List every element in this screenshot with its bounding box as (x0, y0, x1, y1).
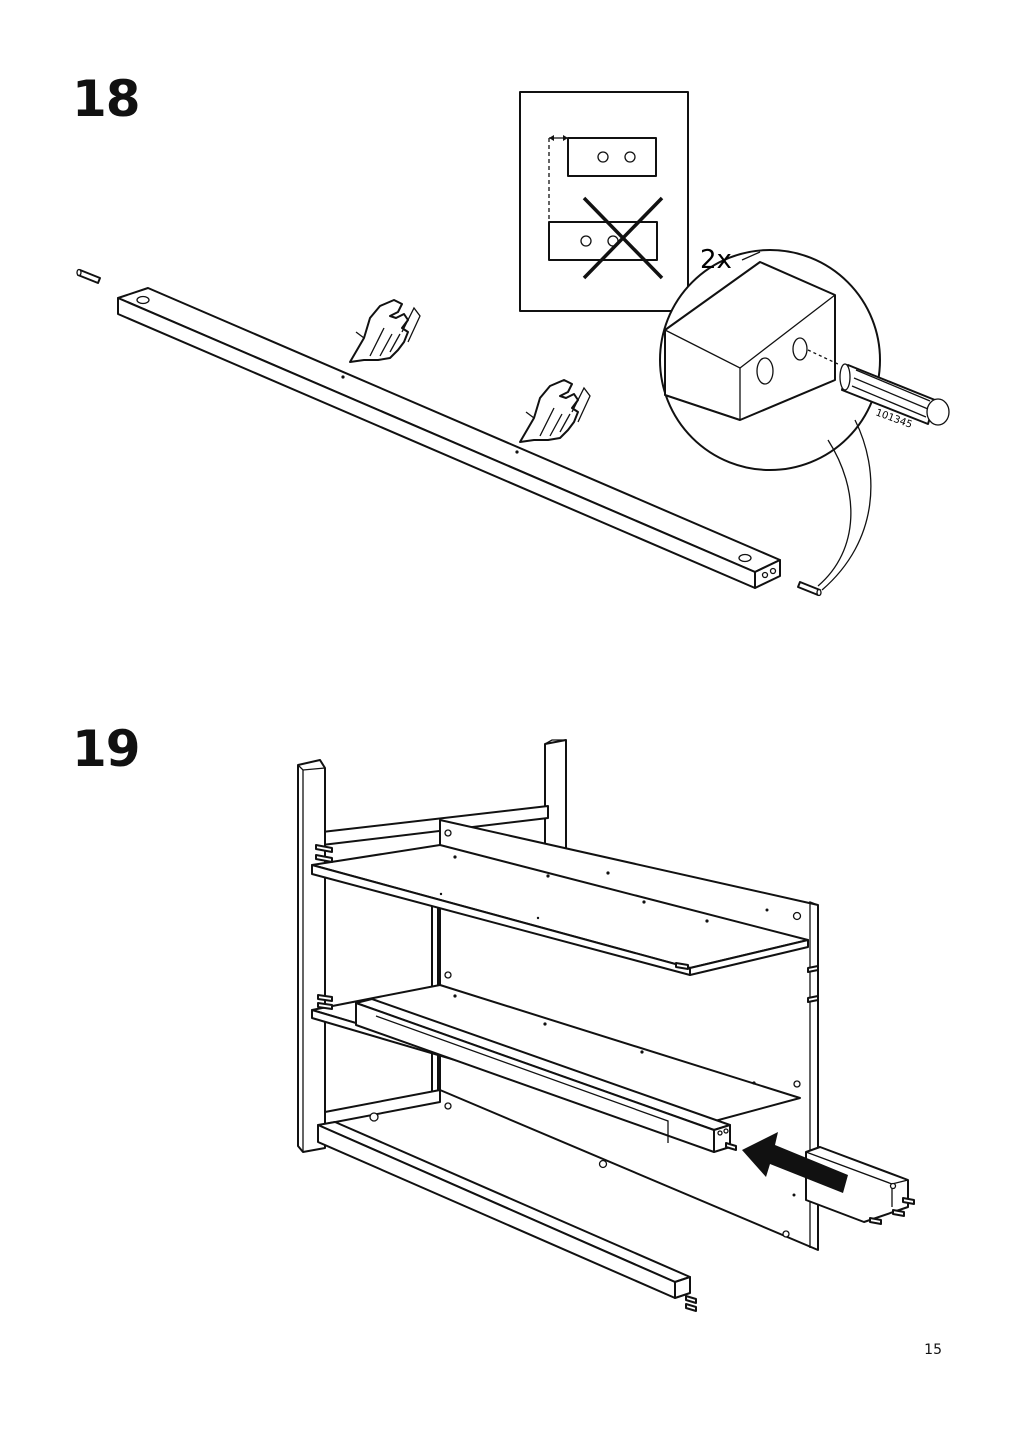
press-hand-icon (349, 299, 421, 363)
front-left-post (297, 759, 326, 1153)
inserted-front-rail (355, 998, 737, 1153)
step-19-illustration (297, 739, 915, 1312)
step-18-illustration: 2x 101345 (76, 91, 950, 597)
quantity-label: 2x (700, 245, 732, 275)
cross-icon (582, 196, 664, 280)
alignment-warning-box (519, 91, 689, 312)
bottom-frame (317, 1089, 697, 1312)
dowel-detail (839, 363, 950, 426)
insert-direction-arrow-icon (742, 1132, 848, 1193)
step-19-number: 19 (72, 720, 141, 778)
press-hand-icon (519, 379, 591, 443)
detail-callout: 2x 101345 (659, 245, 950, 591)
top-shelf (311, 844, 809, 976)
step-18-number: 18 (72, 70, 141, 128)
dowel-right (797, 581, 822, 597)
dowel-left (76, 268, 101, 284)
page-number: 15 (924, 1342, 942, 1358)
wooden-rail (117, 287, 781, 589)
right-base-rail (805, 1146, 915, 1225)
